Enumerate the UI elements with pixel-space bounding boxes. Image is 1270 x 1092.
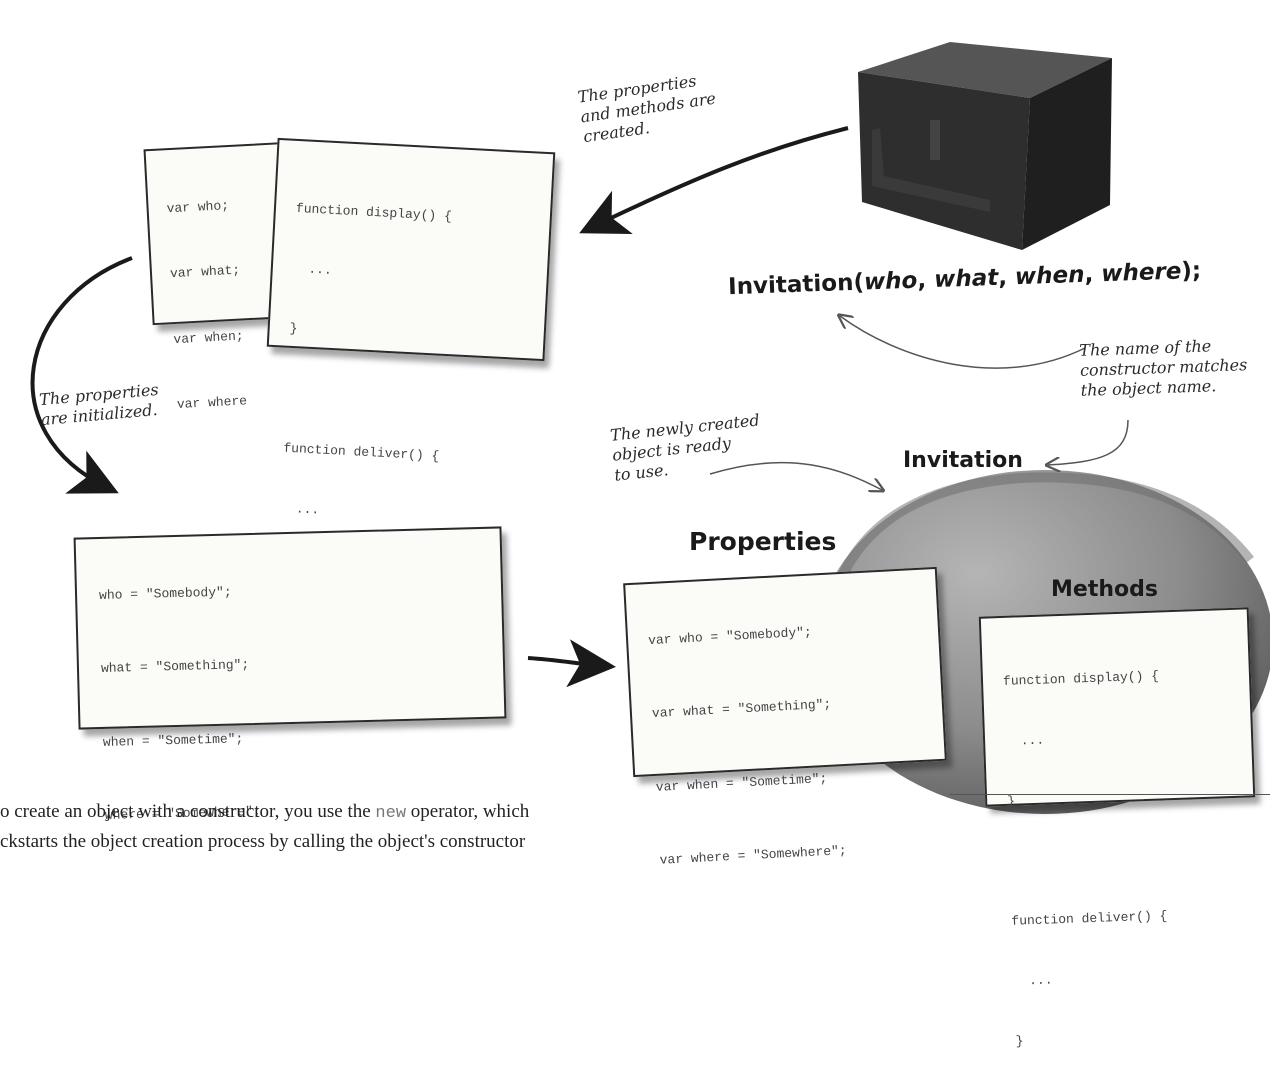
card-methods: function display() { ... } function deli… bbox=[978, 607, 1256, 1049]
note-name-match: The name of the constructor matches the … bbox=[1079, 336, 1248, 400]
card-properties: var who = "Somebody"; var what = "Someth… bbox=[623, 566, 947, 868]
code-line: what = "Something"; bbox=[100, 657, 250, 677]
code-line: var what = "Something"; bbox=[651, 697, 832, 722]
object-label: Invitation bbox=[903, 448, 1023, 473]
code-line: var when = "Sometime"; bbox=[655, 770, 828, 795]
code-line: ... bbox=[1013, 972, 1053, 989]
code-line: function display() { bbox=[295, 200, 453, 225]
properties-heading: Properties bbox=[689, 527, 837, 556]
code-line: when = "Sometime"; bbox=[102, 730, 244, 750]
body-paragraph: o create an object with a constructor, y… bbox=[0, 798, 529, 856]
code-line: ... bbox=[1004, 732, 1045, 749]
box-icon bbox=[858, 42, 1112, 250]
methods-heading: Methods bbox=[1051, 577, 1158, 602]
code-line: var where = "Somewhere"; bbox=[659, 842, 848, 868]
code-line: function deliver() { bbox=[283, 440, 440, 464]
body-line-2: ckstarts the object creation process by … bbox=[0, 831, 526, 852]
card-assignments: who = "Somebody"; what = "Something"; wh… bbox=[73, 526, 507, 823]
arrow-create bbox=[579, 126, 849, 235]
card-functions: function display() { ... } function deli… bbox=[266, 137, 556, 576]
body-line-1: o create an object with a constructor, y… bbox=[0, 801, 530, 823]
arrow-name-to-call bbox=[840, 316, 1086, 369]
code-line: ... bbox=[292, 260, 333, 278]
code-line: function display() { bbox=[1002, 668, 1160, 689]
properties-list: var who = "Somebody"; var what = "Someth… bbox=[625, 569, 952, 927]
code-line: } bbox=[1015, 1033, 1024, 1049]
arrow-name-to-label bbox=[1048, 419, 1129, 465]
arrow-to-object bbox=[527, 639, 616, 688]
arrow-ready-to-object bbox=[709, 461, 882, 490]
code-line: function deliver() { bbox=[1011, 908, 1168, 929]
code-line: var who = "Somebody"; bbox=[647, 624, 813, 649]
code-line: } bbox=[1006, 793, 1016, 809]
methods-list: function display() { ... } function deli… bbox=[981, 609, 1263, 1092]
code-line: } bbox=[289, 320, 298, 337]
code-line: who = "Somebody"; bbox=[98, 584, 232, 604]
divider bbox=[950, 794, 1270, 795]
arrow-initialize bbox=[30, 256, 133, 494]
code-line bbox=[286, 379, 541, 412]
